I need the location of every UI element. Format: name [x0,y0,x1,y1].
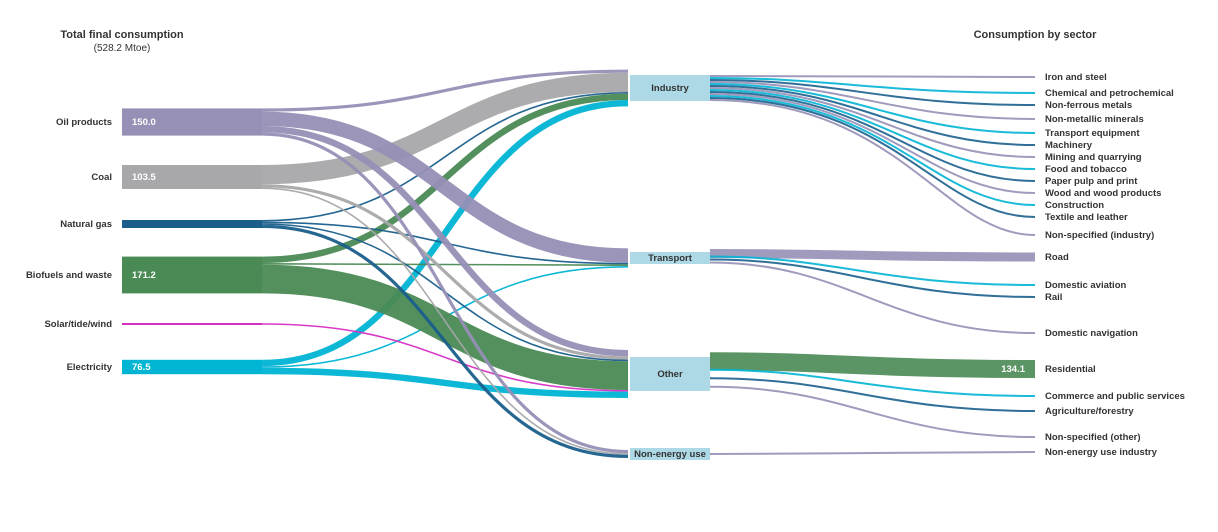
source-bar-coal [122,165,262,189]
hub-box-industry [630,75,710,101]
flow-bio-to-other [261,264,629,390]
source-bar-biofuels-and-waste [122,256,262,294]
hub-label-nonenergy: Non-energy use [634,449,706,460]
sector-value-residential: 134.1 [1001,364,1025,375]
sector-flow-residential [709,352,1036,378]
sector-label-non-ferrous-metals: Non-ferrous metals [1045,100,1132,111]
flow-elec-to-industry [261,100,629,367]
sector-label-non-metallic-minerals: Non-metallic minerals [1045,114,1144,125]
sector-label-textile-and-leather: Textile and leather [1045,212,1128,223]
hub-label-industry: Industry [651,83,689,94]
sector-label-paper-pulp-and-print: Paper pulp and print [1045,176,1138,187]
sector-flow-non-specified-industry [709,99,1036,236]
sector-flow-non-energy-use-industry [709,451,1036,455]
sector-flow-commerce-and-public-services [709,368,1036,397]
sector-label-domestic-aviation: Domestic aviation [1045,280,1126,291]
flow-oil-to-transport [261,111,629,263]
hub-box-nonenergy [630,448,710,460]
sector-label-food-and-tobacco: Food and tobacco [1045,164,1127,175]
sector-flow-rail [709,258,1036,298]
flow-coal-to-other [261,184,629,360]
sector-label-mining-and-quarrying: Mining and quarrying [1045,152,1142,163]
sector-flow-non-metallic-minerals [709,81,1036,120]
source-label-solar-tide-wind: Solar/tide/wind [44,319,112,330]
sector-flow-road [709,249,1036,262]
left-title: Total final consumption [60,29,184,41]
hub-label-other: Other [657,369,683,380]
source-value-electricity: 76.5 [132,362,151,373]
hub-box-other [630,357,710,391]
source-label-coal: Coal [91,172,112,183]
flow-gas-to-nonenergy [261,224,629,458]
sector-flow-textile-and-leather [709,97,1036,218]
flow-solar-to-other [261,323,629,392]
flow-oil-to-industry [261,69,629,112]
flow-coal-to-industry [261,72,629,185]
sector-flow-iron-and-steel [709,75,1036,78]
sector-flow-construction [709,95,1036,206]
hub-box-transport [630,252,710,264]
source-value-coal: 103.5 [132,172,156,183]
source-bar-oil-products [122,108,262,136]
source-flows [261,69,629,458]
left-subtitle: (528.2 Mtoe) [94,43,151,54]
source-bar-natural-gas [122,220,262,228]
flow-oil-to-nonenergy [261,132,629,454]
sector-flow-domestic-aviation [709,255,1036,286]
sector-flow-transport-equipment [709,83,1036,134]
sector-label-non-specified-other: Non-specified (other) [1045,432,1141,443]
sector-label-residential: Residential [1045,364,1096,375]
sector-label-transport-equipment: Transport equipment [1045,128,1140,139]
sector-flow-paper-pulp-and-print [709,91,1036,182]
flow-bio-to-transport [261,263,629,266]
flow-oil-to-other [261,126,629,357]
sector-label-machinery: Machinery [1045,140,1093,151]
sector-label-wood-and-wood-products: Wood and wood products [1045,188,1161,199]
source-value-biofuels-and-waste: 171.2 [132,270,156,281]
flow-gas-to-industry [261,92,629,222]
hub-label-transport: Transport [648,253,693,264]
right-title: Consumption by sector [974,29,1098,41]
source-label-electricity: Electricity [67,362,113,373]
source-bar-electricity [122,359,262,375]
source-label-oil-products: Oil products [56,117,112,128]
flow-elec-to-other [261,367,629,398]
sector-label-construction: Construction [1045,200,1104,211]
sector-flow-machinery [709,85,1036,146]
sector-flows [709,75,1036,455]
sector-label-rail: Rail [1045,292,1062,303]
flow-coal-to-nonenergy [261,187,629,455]
sector-flow-domestic-navigation [709,261,1036,334]
sector-flow-non-specified-other [709,385,1036,438]
sector-label-domestic-navigation: Domestic navigation [1045,328,1138,339]
sector-label-non-specified-industry: Non-specified (industry) [1045,230,1154,241]
sector-flow-agriculture-forestry [709,377,1036,412]
sector-label-agriculture-forestry: Agriculture/forestry [1045,406,1134,417]
source-value-oil-products: 150.0 [132,117,156,128]
sector-flow-non-ferrous-metals [709,79,1036,106]
sector-flow-food-and-tobacco [709,89,1036,170]
source-label-natural-gas: Natural gas [60,219,112,230]
source-label-biofuels-and-waste: Biofuels and waste [26,270,112,281]
sector-label-chemical-and-petrochemical: Chemical and petrochemical [1045,88,1174,99]
sector-label-road: Road [1045,252,1069,263]
source-bar-solar-tide-wind [122,323,262,325]
sector-flow-wood-and-wood-products [709,93,1036,194]
sector-label-commerce-and-public-services: Commerce and public services [1045,391,1185,402]
sector-flow-mining-and-quarrying [709,87,1036,158]
sector-label-iron-and-steel: Iron and steel [1045,72,1107,83]
sector-label-non-energy-use-industry: Non-energy use industry [1045,447,1158,458]
sector-flow-chemical-and-petrochemical [709,77,1036,94]
